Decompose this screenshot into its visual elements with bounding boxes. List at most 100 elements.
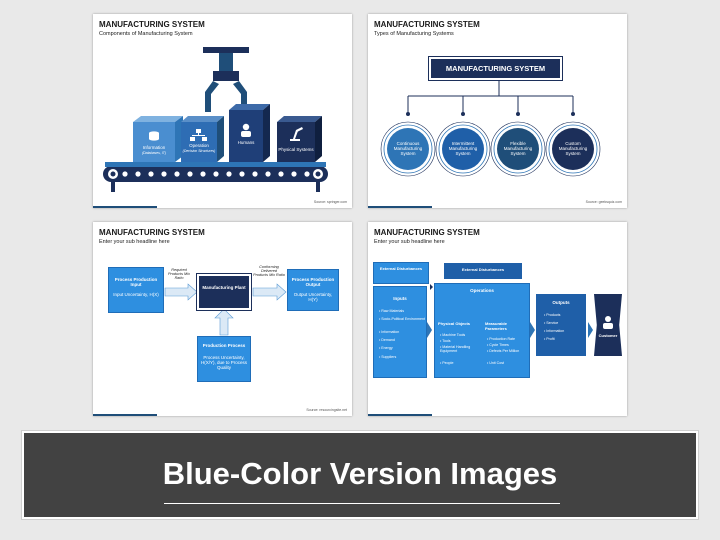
inputs-panel: Inputs • Raw Materials • Socio-Political… [373, 286, 427, 378]
slide-accent-bar [93, 206, 157, 208]
slide-subtitle: Enter your sub headline here [374, 239, 445, 245]
outputs-title: Outputs [552, 300, 570, 305]
block-humans-label: Humans [237, 140, 255, 145]
slide-source: Source: resourcingsite.net [306, 408, 347, 412]
meas-item: • Unit Cost [487, 361, 505, 365]
input-item-text: Raw Materials [381, 309, 405, 313]
conveyor-illustration [103, 47, 328, 192]
ext-disturbance-right: External Disturbances [444, 263, 522, 279]
phys-item-text: Material Handling Equipment [440, 345, 471, 354]
slide-thumbnail-2[interactable]: MANUFACTURING SYSTEM Types of Manufactur… [368, 14, 627, 208]
conforming-mix-label: Conforming Delivered Products Mix Ratio [253, 265, 285, 278]
robot-arm-icon [290, 127, 303, 141]
ext-disturbance-right-label: External Disturbances [461, 267, 505, 272]
input-item: • Demand [379, 338, 395, 342]
input-item: • Suppliers [379, 355, 397, 359]
output-item: • Products [544, 313, 561, 317]
input-item-text: Suppliers [381, 355, 397, 359]
process-body: Process Uncertainty, H(X/Y), due to Proc… [200, 355, 248, 371]
output-item: • Information [544, 329, 565, 333]
output-item-text: Service [546, 321, 559, 325]
slide-subtitle: Components of Manufacturing System [99, 31, 193, 37]
slide-thumbnail-4[interactable]: MANUFACTURING SYSTEM Enter your sub head… [368, 222, 627, 416]
plant-box: Manufacturing Plant [196, 273, 252, 311]
cube-operation [181, 116, 224, 162]
output-item: • Profit [544, 337, 555, 341]
phys-item: • Tools [440, 339, 451, 343]
meas-item-text: Cycle Times [489, 343, 509, 347]
slide-accent-bar [93, 414, 157, 416]
output-body: Output Uncertainty, H(Y) [293, 292, 333, 303]
phys-item-text: Tools [442, 339, 451, 343]
phys-item: • Machine Tools [440, 333, 466, 337]
slide-title: MANUFACTURING SYSTEM [374, 20, 480, 29]
process-box: Production Process Process Uncertainty, … [197, 336, 251, 382]
hierarchy-icon [190, 129, 207, 141]
types-tree-connectors [380, 81, 601, 177]
slide-thumbnail-1[interactable]: MANUFACTURING SYSTEM Components of Manuf… [93, 14, 352, 208]
phys-item-text: People [442, 361, 454, 365]
header-label: MANUFACTURING SYSTEM [431, 59, 560, 78]
input-item-text: Energy [381, 346, 393, 350]
slide-source: Source: springer.com [313, 200, 347, 204]
block-information-label: Information (Databases, IT) [133, 145, 175, 155]
ext-disturbance-left-label: External Disturbances [379, 266, 423, 271]
input-item-text: Information [381, 330, 400, 334]
slide-subtitle: Types of Manufacturing Systems [374, 31, 454, 37]
output-title: Process Production Output [291, 277, 335, 288]
input-item: • Energy [379, 346, 393, 350]
outputs-panel: Outputs • Products • Service • Informati… [536, 294, 586, 356]
output-item-text: Profit [546, 337, 555, 341]
meas-item: • Defects Per Million [487, 349, 520, 353]
slide-title: MANUFACTURING SYSTEM [99, 20, 205, 29]
slide-title: MANUFACTURING SYSTEM [99, 228, 205, 237]
input-body: Input Uncertainty, H(X) [113, 292, 159, 297]
customer-panel: Customer [594, 294, 622, 356]
cube-information [133, 116, 183, 162]
block-information-title: Information [142, 145, 166, 150]
output-box: Process Production Output Output Uncerta… [287, 269, 339, 311]
type-intermittent: Intermittent Manufacturing System [448, 141, 478, 157]
output-item-text: Products [546, 313, 561, 317]
database-icon [149, 131, 159, 141]
input-title: Process Production Input [114, 277, 158, 288]
physical-objects-title: Physical Objects [438, 321, 471, 326]
type-flexible: Flexible Manufacturing System [503, 141, 533, 157]
input-item-text: Socio-Political Environment [381, 317, 426, 321]
ext-disturbance-left: External Disturbances [373, 262, 429, 284]
cube-humans [229, 104, 270, 162]
block-operation-title: Operation [189, 143, 209, 148]
banner-title: Blue-Color Version Images [162, 456, 558, 491]
input-item: • Socio-Political Environment [379, 317, 426, 321]
banner-underline [164, 503, 560, 504]
phys-item: • Material Handling Equipment [440, 345, 471, 354]
meas-item-text: Production Rate [489, 337, 516, 341]
cube-physical-systems [277, 116, 322, 162]
header-box: MANUFACTURING SYSTEM [428, 56, 563, 81]
user-icon [241, 123, 251, 137]
slide-thumbnail-3[interactable]: MANUFACTURING SYSTEM Enter your sub head… [93, 222, 352, 416]
inputs-title: Inputs [393, 296, 407, 301]
customer-label: Customer [598, 333, 618, 338]
block-physical-label: Physical Systems [278, 147, 314, 152]
operations-title: Operations [470, 288, 494, 293]
version-banner: Blue-Color Version Images [21, 430, 699, 520]
block-operation-sub: (Decision Structures) [182, 149, 216, 154]
required-mix-label: Required Products Mix Ratio [168, 268, 190, 281]
process-arrows [164, 283, 287, 336]
slide-accent-bar [368, 414, 432, 416]
phys-item: • People [440, 361, 454, 365]
meas-item: • Cycle Times [487, 343, 509, 347]
type-custom: Custom Manufacturing System [558, 141, 588, 157]
type-continuous: Continuous Manufacturing System [393, 141, 423, 157]
input-item-text: Demand [381, 338, 395, 342]
meas-item: • Production Rate [487, 337, 516, 341]
block-operation-label: Operation (Decision Structures) [181, 143, 217, 153]
slide-subtitle: Enter your sub headline here [99, 239, 170, 245]
phys-item-text: Machine Tools [442, 333, 466, 337]
input-item: • Information [379, 330, 400, 334]
plant-label: Manufacturing Plant [202, 285, 246, 290]
output-item: • Service [544, 321, 559, 325]
block-information-sub: (Databases, IT) [141, 151, 167, 156]
process-title: Production Process [202, 343, 246, 348]
